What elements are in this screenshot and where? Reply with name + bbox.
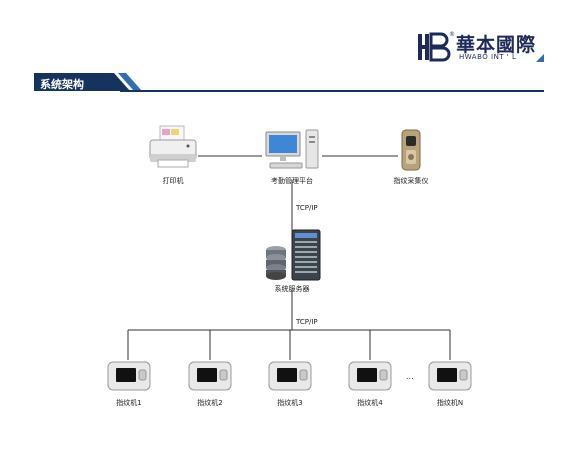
protocol-label-bottom: TCP/IP <box>296 318 318 326</box>
label-terminal-1: 指纹机1 <box>116 399 142 407</box>
label-terminal-3: 指纹机3 <box>277 399 303 407</box>
desktop-computer-icon <box>265 129 319 169</box>
more-terminals-ellipsis: ... <box>406 372 414 381</box>
label-system-server: 系统服务器 <box>274 285 310 293</box>
server-icon <box>266 229 321 281</box>
printer-icon <box>149 125 197 168</box>
label-printer: 打印机 <box>162 177 184 185</box>
section-title: 系统架构 <box>40 78 84 91</box>
fingerprint-terminal-icon <box>188 361 232 391</box>
label-terminal-2: 指纹机2 <box>197 399 223 407</box>
label-terminal-n: 指纹机N <box>436 399 464 407</box>
brand-accent-icon <box>536 54 544 62</box>
company-logo-mark <box>418 32 451 62</box>
label-terminal-4: 指纹机4 <box>357 399 383 407</box>
registered-mark: ® <box>449 31 455 38</box>
brand-name-cn: 華本國際 <box>456 34 537 56</box>
fingerprint-terminal-icon <box>107 361 151 391</box>
label-fingerprint-scanner: 指纹采集仪 <box>393 177 429 185</box>
fingerprint-terminal-icon <box>268 361 312 391</box>
section-header-tab <box>34 73 142 91</box>
brand-name-en: HWABO INT ' L <box>459 53 517 61</box>
fingerprint-terminal-icon <box>348 361 392 391</box>
fingerprint-terminal-icon <box>428 361 472 391</box>
section-divider <box>120 90 544 92</box>
fingerprint-scanner-icon <box>401 129 421 171</box>
label-management-platform: 考勤管理平台 <box>271 177 313 185</box>
protocol-label-top: TCP/IP <box>296 204 318 212</box>
